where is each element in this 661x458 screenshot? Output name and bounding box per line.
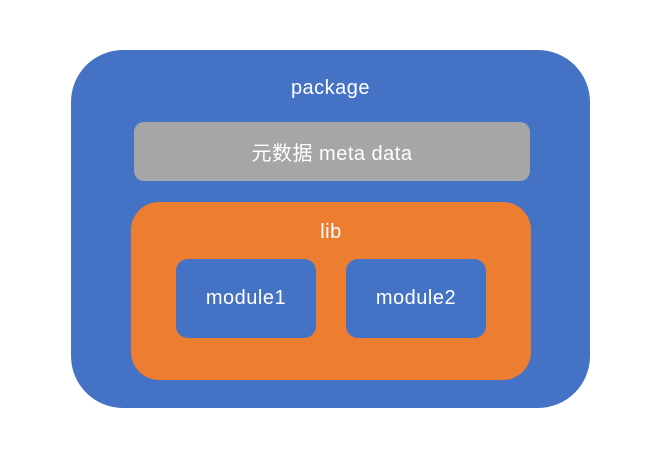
lib-label: lib [320, 221, 342, 243]
modules-row: module1 module2 [131, 259, 531, 338]
module2-label: module2 [375, 287, 457, 309]
meta-data-bar: 元数据 meta data [134, 122, 530, 181]
package-label: package [290, 77, 371, 99]
package-container: package 元数据 meta data lib module1 module… [71, 50, 590, 408]
module1-label: module1 [205, 287, 287, 309]
lib-container: lib module1 module2 [131, 202, 531, 380]
meta-data-label: 元数据 meta data [251, 143, 413, 165]
module2-box: module2 [346, 259, 486, 338]
module1-box: module1 [176, 259, 316, 338]
